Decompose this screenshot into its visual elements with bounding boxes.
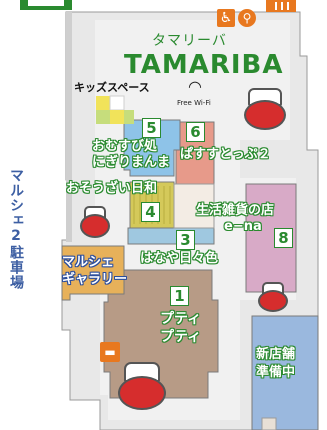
marche-gallery-line1: マルシェ: [62, 255, 115, 270]
new-shop-line1: 新店舗: [256, 347, 296, 362]
marche-parking-label: マルシェ2駐車場: [8, 168, 24, 290]
shop-5-name-line2: にぎりまんま: [92, 155, 171, 170]
shop-6-name: ぱすすとっぷ２: [180, 147, 271, 162]
shop-6-number: 6: [186, 122, 205, 142]
restroom-icon: ⚲: [238, 9, 256, 27]
shop-1-number: 1: [170, 286, 189, 306]
marche-gallery-area[interactable]: [61, 245, 125, 301]
kids-space-tiles: [96, 95, 134, 124]
mascot-icon: [258, 282, 288, 312]
wifi-label: Free Wi-Fi: [177, 99, 211, 107]
marche-gallery-line2: ギャラリー: [62, 272, 128, 287]
wheelchair-icon: ♿: [217, 9, 235, 27]
shop-8-area[interactable]: [245, 183, 297, 293]
shop-3-area[interactable]: [127, 227, 215, 245]
wifi-icon: ◠: [188, 77, 202, 96]
new-shop-area: [251, 315, 319, 430]
shop-5-name-line1: おむすび処: [92, 139, 158, 154]
title-kana: タマリーバ: [152, 33, 227, 49]
shop-1-name-line2: プティ: [160, 329, 202, 345]
mascot-icon: [118, 362, 166, 410]
mascot-icon: [244, 88, 286, 130]
shop-1-name-line1: プティ: [160, 311, 202, 327]
mascot-icon: [80, 206, 110, 238]
shop-5-number: 5: [142, 118, 161, 138]
new-shop-line2: 準備中: [256, 365, 296, 380]
shop-8-number: 8: [274, 228, 293, 248]
shop-4-name: おそうざい日和: [66, 181, 158, 196]
title-latin: TAMARIBA: [124, 50, 284, 80]
shop-3-name: はなや日々色: [140, 251, 219, 266]
shop-8-name-line2: e−na: [224, 219, 262, 234]
shop-4-number: 4: [141, 202, 160, 222]
shop-8-name-line1: 生活雑貨の店: [196, 203, 275, 218]
shop-3-number: 3: [176, 230, 195, 250]
smoking-area-icon: ▬: [100, 342, 120, 362]
kids-space-label: キッズスペース: [74, 81, 150, 94]
